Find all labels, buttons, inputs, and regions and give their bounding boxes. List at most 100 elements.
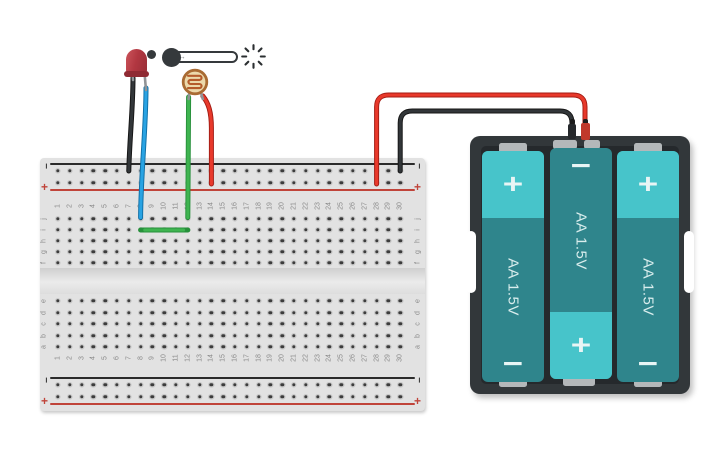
breadboard-hole[interactable] — [351, 383, 355, 387]
breadboard-hole[interactable] — [351, 345, 355, 349]
breadboard-hole[interactable] — [56, 383, 60, 387]
breadboard-hole[interactable] — [138, 239, 143, 243]
breadboard-hole[interactable] — [103, 333, 107, 338]
breadboard-hole[interactable] — [374, 333, 379, 338]
breadboard-hole[interactable] — [233, 333, 237, 338]
breadboard-hole[interactable] — [363, 322, 367, 326]
breadboard-hole[interactable] — [315, 322, 320, 326]
breadboard-hole[interactable] — [304, 239, 308, 243]
breadboard-hole[interactable] — [374, 322, 379, 326]
breadboard-hole[interactable] — [292, 250, 296, 254]
breadboard-hole[interactable] — [91, 310, 96, 315]
breadboard-hole[interactable] — [174, 310, 178, 315]
breadboard-hole[interactable] — [127, 333, 131, 338]
breadboard-hole[interactable] — [197, 310, 202, 315]
breadboard-hole[interactable] — [315, 181, 320, 185]
breadboard-hole[interactable] — [56, 239, 60, 243]
breadboard-hole[interactable] — [150, 310, 155, 315]
breadboard-hole[interactable] — [268, 239, 273, 243]
breadboard-hole[interactable] — [256, 310, 261, 315]
breadboard-hole[interactable] — [268, 181, 273, 185]
breadboard-hole[interactable] — [256, 168, 261, 173]
breadboard-hole[interactable] — [280, 383, 284, 387]
breadboard-hole[interactable] — [186, 250, 190, 254]
breadboard-hole[interactable] — [221, 333, 225, 338]
breadboard-hole[interactable] — [103, 322, 107, 326]
breadboard-hole[interactable] — [339, 395, 343, 399]
breadboard-hole[interactable] — [245, 217, 249, 221]
breadboard-hole[interactable] — [209, 395, 214, 399]
breadboard-hole[interactable] — [56, 181, 60, 185]
breadboard-hole[interactable] — [68, 333, 72, 338]
breadboard-hole[interactable] — [280, 322, 284, 326]
breadboard-hole[interactable] — [91, 239, 96, 243]
breadboard-hole[interactable] — [162, 383, 166, 387]
breadboard-hole[interactable] — [209, 383, 214, 387]
breadboard-hole[interactable] — [398, 333, 402, 338]
breadboard-hole[interactable] — [79, 322, 84, 326]
breadboard-hole[interactable] — [292, 228, 296, 232]
breadboard-hole[interactable] — [209, 261, 214, 265]
breadboard-hole[interactable] — [327, 395, 332, 399]
breadboard-hole[interactable] — [304, 250, 308, 254]
breadboard-hole[interactable] — [56, 299, 60, 303]
breadboard-hole[interactable] — [221, 181, 225, 185]
breadboard-hole[interactable] — [91, 181, 96, 185]
breadboard-hole[interactable] — [115, 299, 119, 303]
breadboard-hole[interactable] — [197, 168, 202, 173]
breadboard-hole[interactable] — [68, 299, 72, 303]
breadboard-hole[interactable] — [197, 181, 202, 185]
breadboard-hole[interactable] — [79, 333, 84, 338]
breadboard-hole[interactable] — [304, 395, 308, 399]
breadboard-hole[interactable] — [186, 383, 190, 387]
breadboard-hole[interactable] — [327, 250, 332, 254]
breadboard-hole[interactable] — [304, 168, 308, 173]
breadboard-hole[interactable] — [256, 383, 261, 387]
breadboard-hole[interactable] — [256, 217, 261, 221]
breadboard-hole[interactable] — [315, 217, 320, 221]
breadboard-hole[interactable] — [150, 333, 155, 338]
breadboard-hole[interactable] — [186, 239, 190, 243]
breadboard-hole[interactable] — [79, 181, 84, 185]
breadboard-hole[interactable] — [209, 333, 214, 338]
breadboard-hole[interactable] — [115, 395, 119, 399]
breadboard-hole[interactable] — [245, 345, 249, 349]
breadboard-hole[interactable] — [68, 395, 72, 399]
breadboard-hole[interactable] — [197, 333, 202, 338]
breadboard-hole[interactable] — [186, 310, 190, 315]
breadboard-hole[interactable] — [103, 345, 107, 349]
breadboard-hole[interactable] — [138, 383, 143, 387]
breadboard-hole[interactable] — [221, 168, 225, 173]
breadboard-hole[interactable] — [221, 217, 225, 221]
breadboard-hole[interactable] — [280, 168, 284, 173]
breadboard-hole[interactable] — [339, 250, 343, 254]
breadboard-hole[interactable] — [103, 310, 107, 315]
breadboard-hole[interactable] — [268, 395, 273, 399]
breadboard-hole[interactable] — [91, 395, 96, 399]
breadboard-hole[interactable] — [79, 168, 84, 173]
breadboard-hole[interactable] — [174, 228, 178, 232]
breadboard-hole[interactable] — [268, 250, 273, 254]
breadboard-hole[interactable] — [363, 228, 367, 232]
breadboard-hole[interactable] — [221, 250, 225, 254]
breadboard-hole[interactable] — [56, 228, 60, 232]
breadboard-hole[interactable] — [209, 310, 214, 315]
breadboard-hole[interactable] — [209, 322, 214, 326]
breadboard-hole[interactable] — [363, 168, 367, 173]
breadboard-hole[interactable] — [174, 299, 178, 303]
breadboard-hole[interactable] — [245, 333, 249, 338]
breadboard-hole[interactable] — [304, 228, 308, 232]
breadboard-hole[interactable] — [79, 395, 84, 399]
breadboard-hole[interactable] — [103, 217, 107, 221]
breadboard-hole[interactable] — [150, 345, 155, 349]
breadboard-hole[interactable] — [186, 261, 190, 265]
breadboard-hole[interactable] — [245, 322, 249, 326]
breadboard-hole[interactable] — [115, 217, 119, 221]
breadboard-hole[interactable] — [256, 345, 261, 349]
breadboard-hole[interactable] — [315, 299, 320, 303]
breadboard-hole[interactable] — [68, 383, 72, 387]
breadboard-hole[interactable] — [138, 310, 143, 315]
breadboard-hole[interactable] — [304, 181, 308, 185]
breadboard-hole[interactable] — [339, 217, 343, 221]
breadboard-hole[interactable] — [138, 395, 143, 399]
